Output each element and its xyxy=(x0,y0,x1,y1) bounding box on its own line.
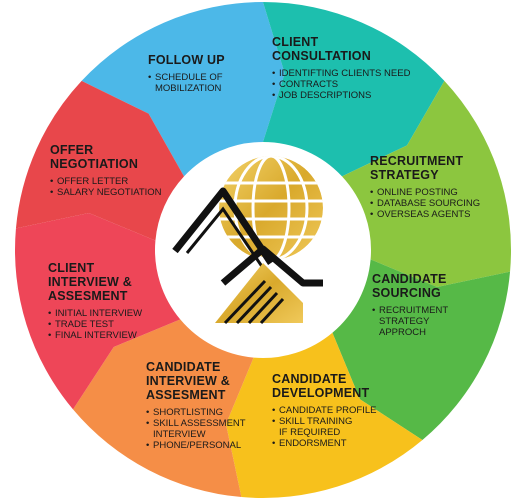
wheel-segment-offer-negotiation xyxy=(15,80,185,241)
list-item: JOB DESCRIPTIONS xyxy=(272,90,422,101)
list-item: SKILL TRAINING IF REQUIRED xyxy=(272,416,363,438)
segment-title: FOLLOW UP xyxy=(148,53,225,67)
list-item: SKILL ASSESSMENT INTERVIEW xyxy=(146,418,255,440)
segment-items: CANDIDATE PROFILE SKILL TRAINING IF REQU… xyxy=(272,405,392,449)
segment-items: ONLINE POSTING DATABASE SOURCING OVERSEA… xyxy=(370,187,500,220)
list-item: CONTRACTS xyxy=(272,79,422,90)
wheel-segment-recruitment-strategy xyxy=(341,80,511,288)
segment-items: SHORTLISTING SKILL ASSESSMENT INTERVIEW … xyxy=(146,407,256,451)
list-item: OFFER LETTER xyxy=(50,176,170,187)
list-item: INITIAL INTERVIEW xyxy=(48,308,163,319)
segment-items: RECRUITMENT STRATEGY APPROCH xyxy=(372,305,502,338)
list-item: TRADE TEST xyxy=(48,319,163,330)
list-item: SHORTLISTING xyxy=(146,407,256,418)
list-item: ENDORSMENT xyxy=(272,438,392,449)
list-item: SCHEDULE OF MOBILIZATION xyxy=(148,72,241,94)
segment-items: OFFER LETTER SALARY NEGOTIATION xyxy=(50,176,170,198)
company-logo xyxy=(153,153,373,353)
segment-items: IDENTIFTING CLIENTS NEED CONTRACTS JOB D… xyxy=(272,68,422,101)
list-item: ONLINE POSTING xyxy=(370,187,500,198)
segment-items: INITIAL INTERVIEW TRADE TEST FINAL INTER… xyxy=(48,308,163,341)
list-item: IDENTIFTING CLIENTS NEED xyxy=(272,68,422,79)
list-item: DATABASE SOURCING xyxy=(370,198,500,209)
list-item: CANDIDATE PROFILE xyxy=(272,405,392,416)
list-item: FINAL INTERVIEW xyxy=(48,330,163,341)
list-item: PHONE/PERSONAL xyxy=(146,440,256,451)
list-item: RECRUITMENT STRATEGY APPROCH xyxy=(372,305,469,338)
list-item: SALARY NEGOTIATION xyxy=(50,187,170,198)
list-item: OVERSEAS AGENTS xyxy=(370,209,500,220)
segment-follow-up: FOLLOW UP SCHEDULE OF MOBILIZATION xyxy=(148,53,258,94)
segment-items: SCHEDULE OF MOBILIZATION xyxy=(148,72,258,94)
